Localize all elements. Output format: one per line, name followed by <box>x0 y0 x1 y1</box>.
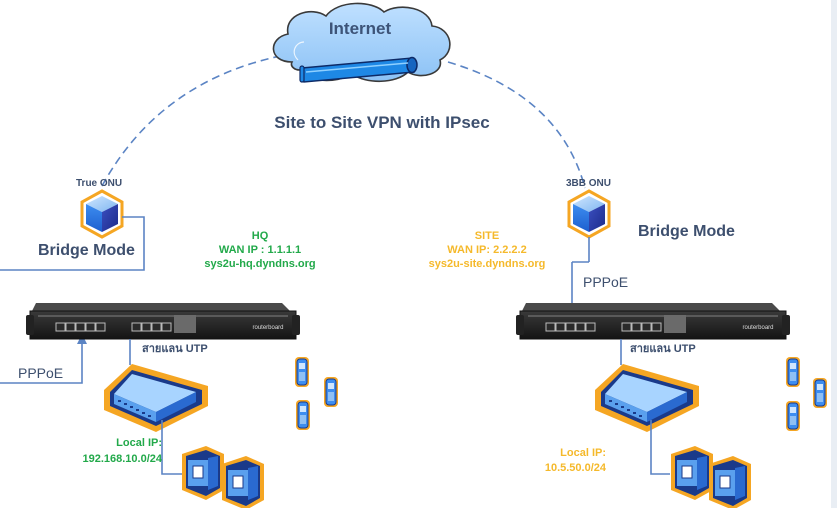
site-pc-icon <box>671 446 713 500</box>
site-pppoe-label: PPPoE <box>583 274 629 290</box>
hq-wan-ip: WAN IP : 1.1.1.1 <box>218 244 302 256</box>
site-phone-icon <box>786 357 800 387</box>
internet-label: Internet <box>328 19 392 38</box>
hq-phone-icon <box>296 400 310 430</box>
vpn-link-site <box>447 61 586 189</box>
site-phone-icon <box>813 378 827 408</box>
site-pc-icon <box>709 456 751 508</box>
hq-phone-icon <box>295 357 309 387</box>
site-onu-label: 3BB ONU <box>566 178 612 189</box>
hq-onu-label: True ONU <box>76 178 123 189</box>
internet-cloud-icon <box>272 2 451 83</box>
hq-router-icon: routerboard <box>26 303 300 340</box>
hq-bridge-line <box>0 216 145 271</box>
hq-name: HQ <box>251 230 269 242</box>
vpn-link-hq <box>101 54 286 187</box>
site-router-icon: routerboard <box>516 303 790 340</box>
hq-ddns: sys2u-hq.dyndns.org <box>204 258 316 270</box>
hq-onu-icon <box>80 189 124 239</box>
hq-local-subnet: 192.168.10.0/24 <box>82 453 162 465</box>
site-switch-icon <box>595 364 699 432</box>
hq-pc-icon <box>182 446 224 500</box>
vpn-tunnel-icon <box>299 56 418 83</box>
site-router-brand: routerboard <box>742 325 773 331</box>
hq-switch-icon <box>104 364 208 432</box>
site-lan-line <box>650 420 670 475</box>
site-local-subnet: 10.5.50.0/24 <box>544 462 606 474</box>
site-bridge-mode-label: Bridge Mode <box>638 223 735 240</box>
hq-bridge-mode-label: Bridge Mode <box>38 242 135 259</box>
site-local-ip-label: Local IP: <box>560 447 606 459</box>
hq-router-brand: routerboard <box>252 325 283 331</box>
hq-phone-icon <box>324 377 338 407</box>
site-phone-icon <box>786 401 800 431</box>
site-onu-icon <box>567 189 611 239</box>
site-wan-ip: WAN IP: 2.2.2.2 <box>447 244 527 256</box>
site-ddns: sys2u-site.dyndns.org <box>428 258 546 270</box>
right-edge-strip <box>831 0 837 508</box>
hq-pppoe-line <box>0 342 83 384</box>
hq-utp-label: สายแลน UTP <box>142 343 208 355</box>
site-utp-label: สายแลน UTP <box>630 343 696 355</box>
hq-pppoe-label: PPPoE <box>18 365 64 381</box>
hq-lan-line <box>161 420 182 475</box>
hq-pc-icon <box>222 456 264 508</box>
hq-local-ip-label: Local IP: <box>116 437 162 449</box>
site-name: SITE <box>474 230 500 242</box>
diagram-title: Site to Site VPN with IPsec <box>274 113 490 132</box>
